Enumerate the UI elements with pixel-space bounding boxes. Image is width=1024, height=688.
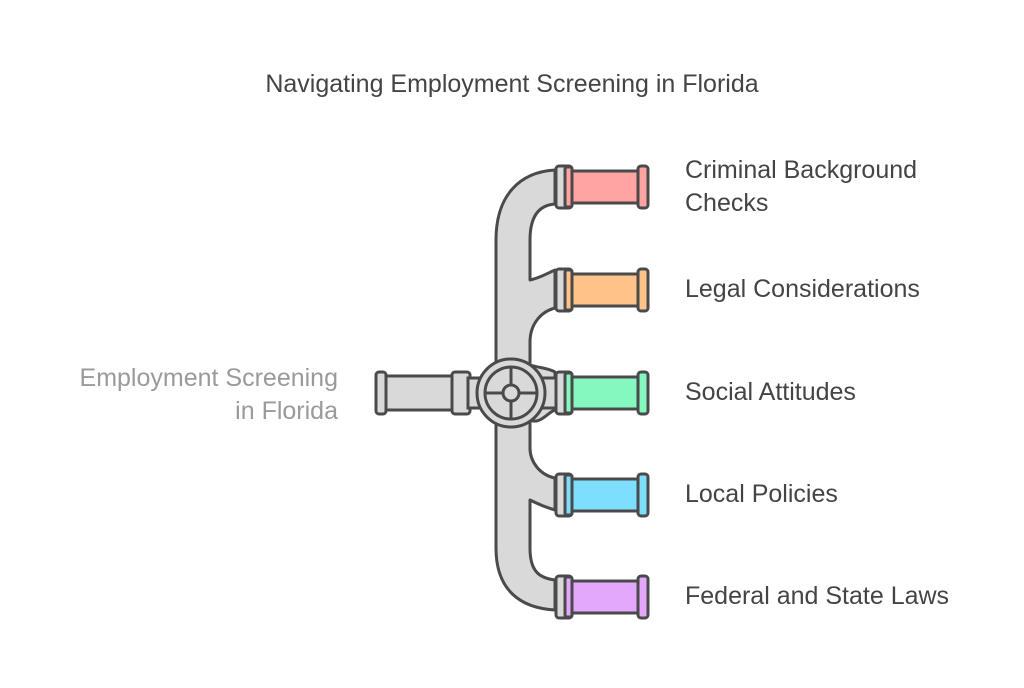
branch-label-line1: Social Attitudes — [685, 378, 856, 406]
branch-label-line1: Legal Considerations — [685, 275, 920, 303]
source-label: Employment Screening in Florida — [80, 362, 338, 428]
branch-label: Federal and State Laws — [685, 580, 949, 613]
branch-label: Legal Considerations — [685, 273, 920, 306]
source-label-line1: Employment Screening — [79, 364, 338, 392]
source-label-line2: in Florida — [235, 397, 338, 425]
branch-label-line1: Criminal Background — [685, 156, 918, 184]
branch-label: Social Attitudes — [685, 376, 856, 409]
branch-label-line1: Federal and State Laws — [685, 582, 950, 610]
branch-pipe — [554, 370, 650, 416]
branch-pipe — [554, 164, 650, 210]
branch-label-line2: Checks — [685, 189, 769, 217]
branch-pipe — [554, 472, 650, 518]
branch-pipe — [554, 574, 650, 620]
branch-label-line1: Local Policies — [685, 480, 838, 508]
branch-pipe — [554, 267, 650, 313]
branch-label: Local Policies — [685, 478, 838, 511]
valve-wheel-icon — [475, 357, 547, 429]
diagram-title: Navigating Employment Screening in Flori… — [265, 70, 759, 98]
